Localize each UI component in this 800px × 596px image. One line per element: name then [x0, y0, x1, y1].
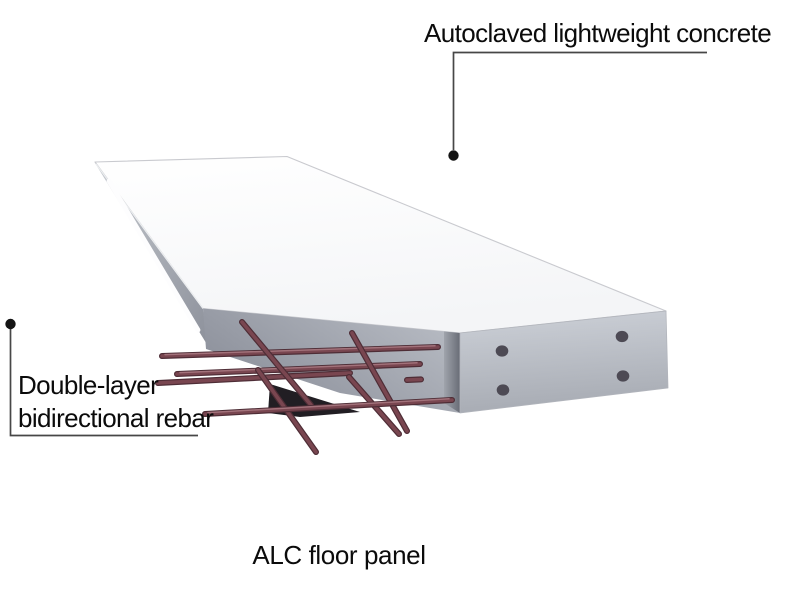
rebar-leader-dot [5, 318, 16, 330]
rebar-bar [239, 319, 314, 408]
rebar-bar [202, 397, 455, 417]
rebar-mesh [155, 319, 455, 455]
rebar-leader-line [9, 327, 198, 437]
label-rebar-line1: Double-layer [18, 370, 159, 400]
rebar-end-dot [496, 384, 510, 396]
concrete-leader-line [452, 51, 707, 150]
rebar-bar [349, 330, 410, 434]
cut-corner-shade [444, 331, 460, 413]
rebar-end-dot [495, 345, 509, 357]
rebar-end-dot [616, 370, 630, 382]
concrete-leader-dot [448, 150, 459, 161]
rebar-end-dot [615, 330, 629, 343]
panel-cut-face [203, 308, 460, 413]
label-rebar-line2: bidirectional rebar [18, 403, 214, 433]
panel-top-face [94, 155, 667, 334]
figure-caption: ALC floor panel [252, 540, 426, 570]
rebar-bar [159, 344, 441, 359]
rebar-bar [155, 370, 353, 386]
rebar-bar [404, 376, 424, 383]
label-autoclaved-concrete: Autoclaved lightweight concrete [424, 18, 772, 48]
label-bidirectional-rebar: Double-layer bidirectional rebar [18, 369, 214, 435]
groove-highlight [106, 178, 201, 333]
rebar-bar [174, 361, 423, 377]
